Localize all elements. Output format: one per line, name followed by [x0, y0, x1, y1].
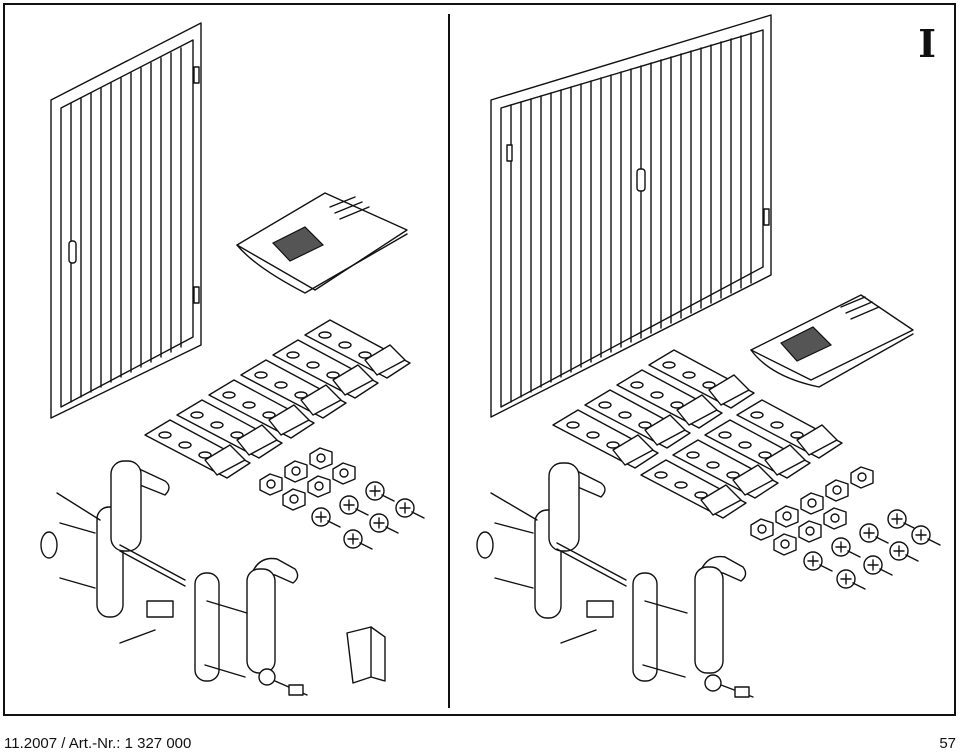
- key-icon: [258, 668, 308, 696]
- double-door-kit-illustration: [476, 14, 941, 698]
- page-number: 57: [939, 735, 956, 752]
- hex-nut-icon: [282, 488, 306, 511]
- hex-nut-icon: [259, 473, 283, 496]
- hex-nut-icon: [823, 507, 847, 530]
- page-frame: [3, 3, 956, 716]
- hex-nut-icon: [850, 466, 874, 489]
- hex-nut-group: [750, 466, 874, 556]
- screw-icon: [365, 481, 395, 502]
- mounting-bracket-icon: [240, 359, 347, 419]
- screw-group: [803, 509, 941, 590]
- mounting-bracket-group: [552, 349, 843, 519]
- manual-booklet-icon: [236, 192, 408, 294]
- key-icon: [704, 674, 754, 698]
- mounting-bracket-icon: [176, 399, 283, 459]
- door-handle-icon: [560, 555, 747, 682]
- single-door-kit-panel: [5, 5, 447, 714]
- screw-icon: [911, 525, 941, 546]
- double-door-kit-panel: I: [451, 5, 954, 714]
- single-door-icon: [50, 22, 202, 419]
- screw-icon: [863, 555, 893, 576]
- mounting-bracket-icon: [672, 439, 779, 499]
- screw-icon: [395, 498, 425, 519]
- mounting-bracket-icon: [304, 319, 411, 379]
- hex-nut-icon: [332, 462, 356, 485]
- door-handle-icon: [476, 462, 627, 619]
- hex-nut-icon: [775, 505, 799, 528]
- screw-group: [311, 481, 425, 550]
- mounting-bracket-icon: [272, 339, 379, 399]
- mounting-bracket-group: [144, 319, 411, 479]
- mounting-bracket-icon: [552, 409, 659, 469]
- hex-nut-icon: [307, 475, 331, 498]
- screw-icon: [343, 529, 373, 550]
- hex-nut-icon: [773, 533, 797, 556]
- door-handle-icon: [119, 557, 299, 682]
- mounting-bracket-icon: [144, 419, 251, 479]
- mounting-bracket-icon: [640, 459, 747, 519]
- hex-nut-icon: [800, 492, 824, 515]
- screw-icon: [803, 551, 833, 572]
- hex-nut-icon: [750, 518, 774, 541]
- screw-icon: [836, 569, 866, 590]
- screw-icon: [887, 509, 917, 530]
- screw-icon: [369, 513, 399, 534]
- double-door-icon: [490, 14, 772, 418]
- hex-nut-icon: [309, 447, 333, 470]
- footer-date-article: 11.2007 / Art.-Nr.: 1 327 000: [4, 735, 192, 752]
- mounting-bracket-icon: [208, 379, 315, 439]
- hex-nut-icon: [825, 479, 849, 502]
- panel-divider: [448, 14, 450, 708]
- mounting-bracket-icon: [648, 349, 755, 409]
- screw-icon: [339, 495, 369, 516]
- mounting-bracket-icon: [736, 399, 843, 459]
- hex-nut-icon: [798, 520, 822, 543]
- mounting-bracket-icon: [616, 369, 723, 429]
- mounting-bracket-icon: [584, 389, 691, 449]
- hex-nut-icon: [284, 460, 308, 483]
- corner-cap-icon: [346, 626, 386, 684]
- door-handle-icon: [40, 460, 186, 618]
- screw-icon: [831, 537, 861, 558]
- screw-icon: [311, 507, 341, 528]
- variant-badge: I: [918, 21, 936, 66]
- screw-icon: [889, 541, 919, 562]
- manual-booklet-icon: [750, 294, 914, 388]
- mounting-bracket-icon: [704, 419, 811, 479]
- single-door-kit-illustration: [40, 22, 425, 696]
- hex-nut-group: [259, 447, 356, 511]
- screw-icon: [859, 523, 889, 544]
